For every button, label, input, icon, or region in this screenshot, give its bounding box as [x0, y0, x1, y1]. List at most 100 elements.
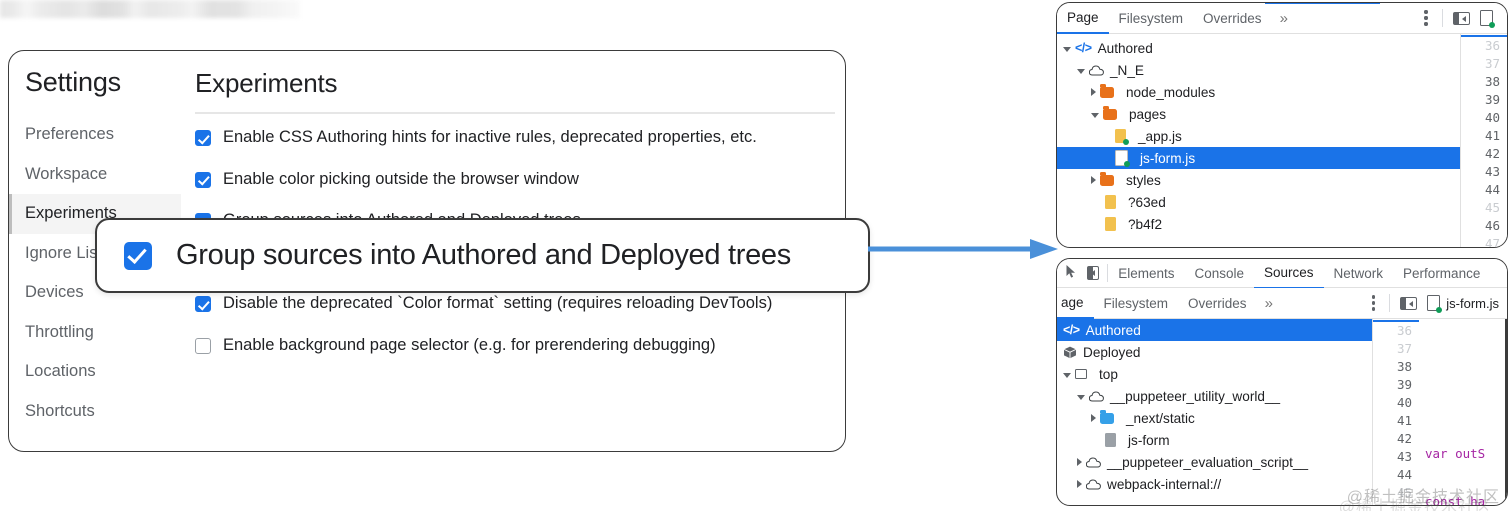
tree-row[interactable]: _N_E — [1057, 59, 1460, 81]
line-number: 39 — [1396, 377, 1412, 392]
line-number: 39 — [1484, 92, 1500, 107]
file-icon — [1105, 217, 1116, 231]
frame-icon — [1075, 369, 1087, 379]
tree-row[interactable]: _app.js — [1057, 125, 1460, 147]
experiment-label: Enable CSS Authoring hints for inactive … — [223, 128, 757, 146]
open-file-chip[interactable] — [1480, 10, 1499, 28]
folder-icon — [1100, 171, 1114, 186]
inspect-cursor-icon[interactable] — [1065, 264, 1079, 282]
tab-filesystem[interactable]: Filesystem — [1103, 295, 1169, 311]
file-icon — [1105, 195, 1116, 209]
tree-row-label: __puppeteer_evaluation_script__ — [1107, 454, 1309, 470]
tab-sources[interactable]: Sources — [1254, 259, 1324, 289]
code-line — [1419, 349, 1505, 367]
tree-row-selected[interactable]: </> Authored — [1057, 319, 1372, 341]
open-file-chip[interactable]: js-form.js — [1427, 295, 1499, 313]
code-brackets-icon: </> — [1075, 41, 1092, 55]
sidebar-item-throttling[interactable]: Throttling — [25, 322, 94, 341]
chevron-right-icon[interactable] — [1077, 480, 1082, 488]
blurred-browser-bar — [0, 0, 300, 18]
panel-layout-icon[interactable] — [1453, 11, 1470, 25]
tree-row[interactable]: pages — [1057, 103, 1460, 125]
tree-row[interactable]: node_modules — [1057, 81, 1460, 103]
chevron-down-icon[interactable] — [1077, 394, 1085, 400]
checkbox-checked-icon[interactable] — [195, 130, 211, 146]
tree-row[interactable]: top — [1057, 363, 1372, 385]
tree-row-label: pages — [1129, 106, 1167, 122]
tree-row[interactable]: js-form — [1057, 429, 1372, 451]
line-number: 36 — [1461, 35, 1507, 55]
devtools-top-body: </> Authored _N_E node_modules — [1057, 34, 1507, 247]
tab-overrides[interactable]: Overrides — [1203, 10, 1262, 26]
sidebar-item-devices[interactable]: Devices — [25, 283, 84, 301]
more-vertical-icon[interactable] — [1424, 16, 1428, 20]
sidebar-item-locations[interactable]: Locations — [25, 362, 96, 380]
sidebar-item-shortcuts[interactable]: Shortcuts — [25, 401, 95, 420]
tree-row[interactable]: </> Authored — [1057, 37, 1460, 59]
sidebar-item-workspace[interactable]: Workspace — [25, 164, 108, 183]
chevron-down-icon[interactable] — [1063, 46, 1071, 52]
tab-console[interactable]: Console — [1194, 265, 1244, 281]
tree-row[interactable]: _next/static — [1057, 407, 1372, 429]
line-number: 44 — [1484, 182, 1500, 197]
tab-performance[interactable]: Performance — [1403, 265, 1481, 281]
tree-row-label: ?b4f2 — [1128, 216, 1163, 232]
tree-row-label: webpack-internal:// — [1107, 476, 1222, 492]
annotation-arrow — [868, 238, 1060, 265]
code-line-gutter-top: 36 37 38 39 40 41 42 43 44 45 46 47 48 4… — [1460, 34, 1507, 247]
checkbox-checked-icon[interactable] — [195, 171, 211, 188]
tab-overrides[interactable]: Overrides — [1188, 295, 1247, 311]
tree-row[interactable]: ?63ed — [1057, 191, 1460, 213]
tab-more-chevron[interactable]: » — [1264, 294, 1273, 312]
tree-row[interactable]: styles — [1057, 169, 1460, 191]
sidebar-item-preferences[interactable]: Preferences — [25, 125, 114, 143]
experiment-label: Enable background page selector (e.g. fo… — [223, 335, 716, 354]
tab-page[interactable]: Page — [1057, 3, 1109, 34]
tree-row[interactable]: __puppeteer_evaluation_script__ — [1057, 451, 1372, 473]
chevron-right-icon[interactable] — [1091, 176, 1096, 184]
experiment-row[interactable]: Enable color picking outside the browser… — [195, 169, 845, 211]
chevron-right-icon[interactable] — [1091, 414, 1096, 422]
tab-network[interactable]: Network — [1333, 265, 1384, 281]
code-brackets-icon: </> — [1063, 323, 1080, 337]
tree-row[interactable]: __puppeteer_utility_world__ — [1057, 385, 1372, 407]
tree-row[interactable]: Deployed — [1057, 341, 1372, 363]
checkbox-checked-icon[interactable] — [195, 296, 211, 312]
tree-row[interactable]: ?b4f2 — [1057, 213, 1460, 235]
experiment-row[interactable]: Enable background page selector (e.g. fo… — [195, 335, 845, 377]
tab-page[interactable]: age — [1057, 288, 1094, 319]
file-js-icon — [1115, 129, 1129, 145]
cloud-icon — [1089, 64, 1104, 75]
tree-row[interactable]: webpack-internal:// — [1057, 473, 1372, 495]
chevron-down-icon[interactable] — [1077, 68, 1085, 74]
callout-checkbox-checked-icon[interactable] — [124, 241, 152, 270]
line-number: 45 — [1396, 485, 1412, 500]
more-vertical-icon[interactable] — [1371, 301, 1376, 305]
line-number: 45 — [1484, 200, 1500, 215]
tree-row-label: _next/static — [1126, 410, 1195, 426]
cloud-icon — [1086, 456, 1101, 467]
experiment-row[interactable]: Enable CSS Authoring hints for inactive … — [195, 127, 845, 169]
tree-row-label: ?63ed — [1128, 194, 1166, 210]
tab-elements[interactable]: Elements — [1118, 265, 1175, 281]
chevron-right-icon[interactable] — [1077, 458, 1082, 466]
checkbox-unchecked-icon[interactable] — [195, 337, 211, 354]
tree-row-selected[interactable]: js-form.js — [1057, 147, 1460, 169]
line-number: 44 — [1396, 467, 1412, 482]
tab-filesystem[interactable]: Filesystem — [1118, 10, 1184, 26]
code-line — [1419, 397, 1505, 415]
chevron-down-icon[interactable] — [1091, 112, 1099, 118]
line-number: 38 — [1484, 74, 1500, 89]
panel-layout-icon[interactable] — [1400, 296, 1418, 310]
chevron-right-icon[interactable] — [1091, 88, 1096, 96]
sidebar-item-ignore-list[interactable]: Ignore List — [25, 243, 103, 262]
tree-row-label: styles — [1126, 172, 1161, 188]
folder-icon — [1100, 83, 1114, 98]
tab-more-chevron[interactable]: » — [1279, 9, 1288, 27]
code-editor-preview[interactable]: var outS const ha let //co if ( // wh — [1419, 319, 1507, 505]
chevron-down-icon[interactable] — [1063, 372, 1071, 378]
sources-sub-tabbar-top: Page Filesystem Overrides » — [1057, 3, 1507, 34]
tree-row-label: _app.js — [1138, 128, 1182, 144]
experiment-row[interactable]: Disable the deprecated `Color format` se… — [195, 293, 845, 335]
device-toolbar-icon[interactable] — [1087, 266, 1099, 280]
